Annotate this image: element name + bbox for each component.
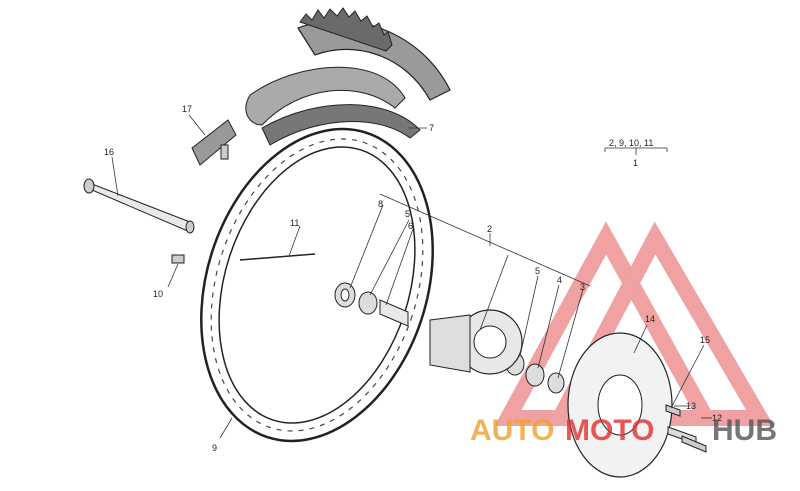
callout-label-5a: 5: [405, 209, 410, 219]
wheel-hub: [429, 309, 523, 375]
callout-label-3: 3: [580, 282, 585, 292]
callout-label-6: 6: [408, 221, 413, 231]
callout-label-12: 12: [712, 413, 722, 423]
callout-label-4: 4: [557, 275, 562, 285]
callout-label-2: 2: [487, 224, 492, 234]
axle: [83, 178, 195, 234]
callout-label-13: 13: [686, 401, 696, 411]
callout-label-8: 8: [378, 199, 383, 209]
callout-label-1: 1: [633, 158, 638, 168]
callout-label-9: 9: [212, 443, 217, 453]
callout-label-15: 15: [700, 335, 710, 345]
callout-label-7: 7: [429, 123, 434, 133]
rim-lock: [191, 119, 237, 166]
brake-disc: [567, 332, 673, 478]
legend-group-label: 2, 9, 10, 11: [609, 138, 653, 148]
callout-label-10: 10: [153, 289, 163, 299]
callout-label-16: 16: [104, 147, 114, 157]
callout-label-17: 17: [182, 104, 192, 114]
callout-labels: 1 2 3 4 5 5 6 7 8 9 10 11 12 13 14 15 16…: [104, 104, 722, 453]
callout-label-14: 14: [645, 314, 655, 324]
svg-text:MOTO: MOTO: [565, 414, 654, 447]
callout-label-5b: 5: [535, 266, 540, 276]
bolts: [665, 404, 707, 453]
svg-text:HUB: HUB: [712, 414, 777, 447]
inner-tube: [245, 66, 421, 146]
watermark-text: AUTO MOTO HUB: [470, 414, 777, 447]
svg-text:AUTO: AUTO: [470, 414, 554, 447]
callout-label-11: 11: [290, 218, 299, 228]
tire: [297, 7, 451, 101]
leader-lines: [111, 114, 712, 439]
spoke: [171, 253, 316, 264]
